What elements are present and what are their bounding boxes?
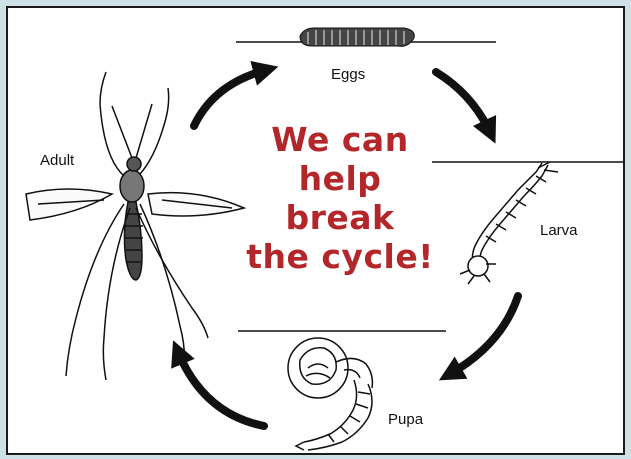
diagram-frame: Eggs Larva Pupa Adult We can help break … — [6, 6, 625, 455]
larva-label: Larva — [540, 222, 578, 239]
pupa-icon — [288, 338, 372, 450]
cycle-message-line-1: We can — [240, 120, 440, 159]
cycle-message: We can help break the cycle! — [240, 120, 440, 276]
eggs-label: Eggs — [331, 66, 365, 83]
pupa-label: Pupa — [388, 411, 423, 428]
arrow-eggs-to-larva — [436, 72, 490, 132]
cycle-message-line-2: help — [240, 159, 440, 198]
arrow-pupa-to-adult — [178, 352, 264, 426]
adult-label: Adult — [40, 152, 74, 169]
egg-raft-icon — [300, 28, 414, 46]
cycle-message-line-4: the cycle! — [240, 237, 440, 276]
arrow-adult-to-eggs — [194, 70, 266, 126]
cycle-message-line-3: break — [240, 198, 440, 237]
adult-mosquito-icon — [26, 72, 244, 380]
arrow-larva-to-pupa — [450, 296, 518, 374]
